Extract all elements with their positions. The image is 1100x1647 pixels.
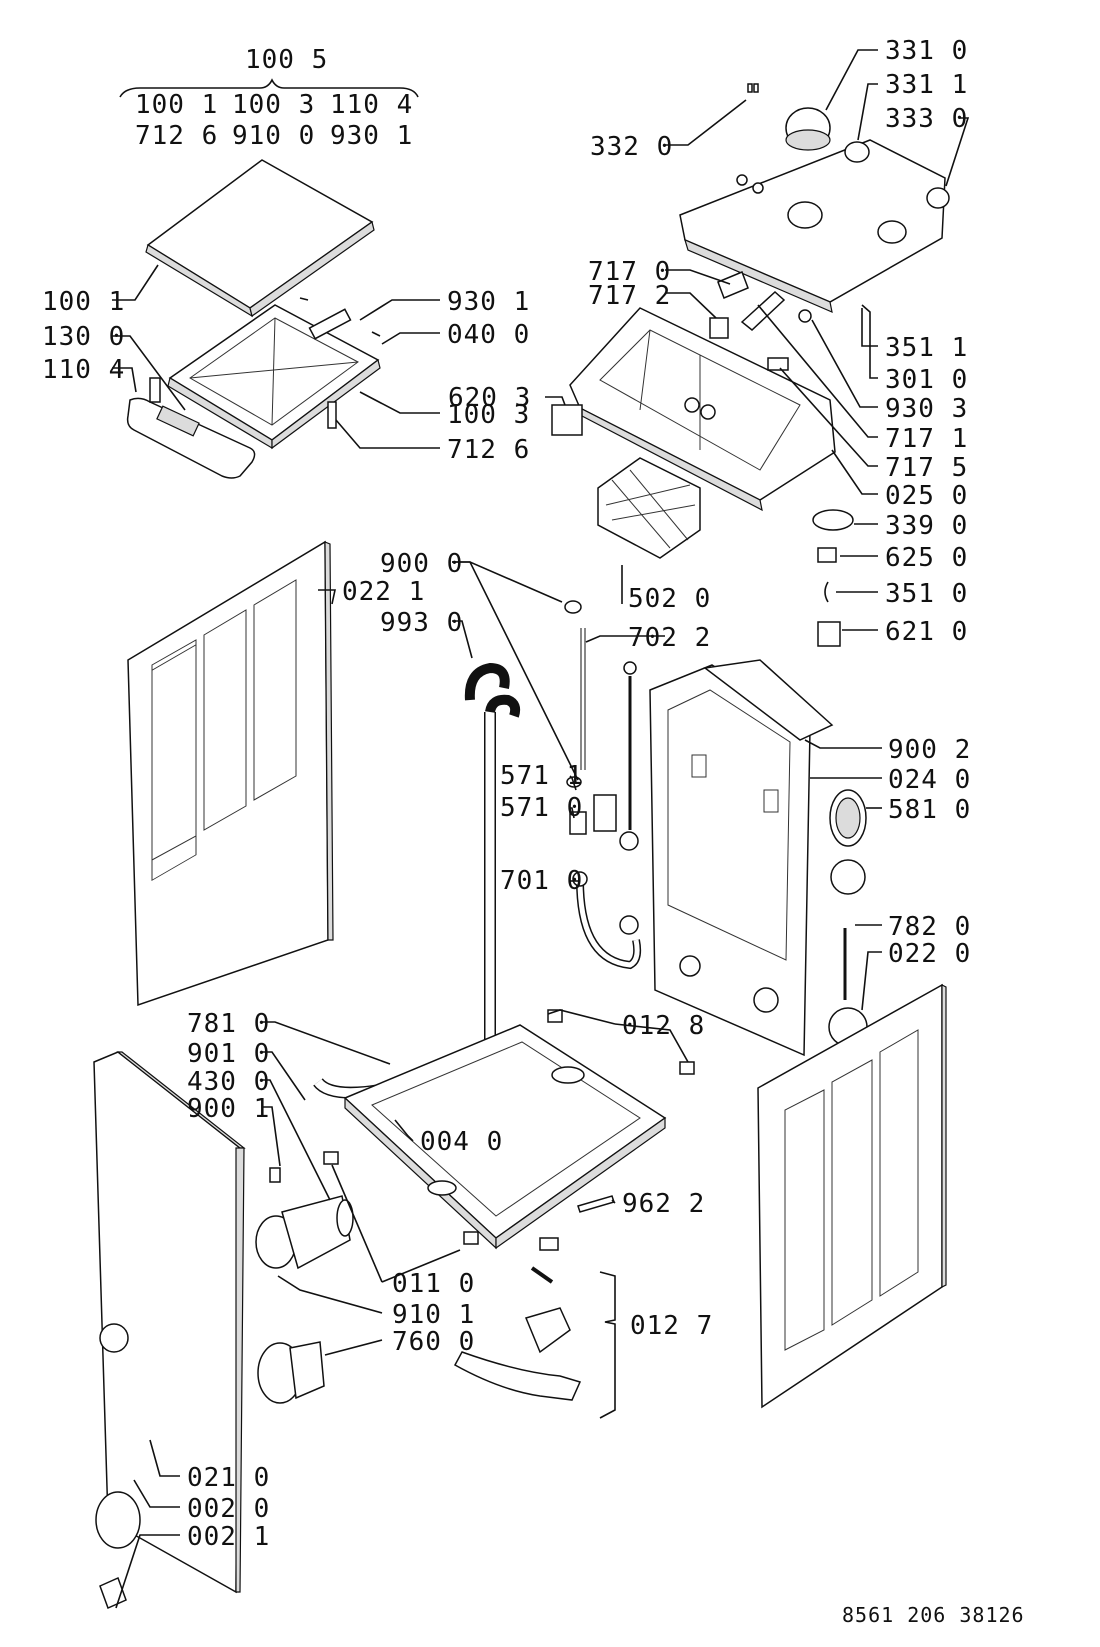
label-012-7: 012 7 — [630, 1311, 713, 1341]
label-717-1: 717 1 — [885, 424, 968, 454]
knobs-drawing — [747, 83, 950, 209]
label-625-0: 625 0 — [885, 543, 968, 573]
label-339-0: 339 0 — [885, 511, 968, 541]
label-130-0: 130 0 — [42, 322, 125, 352]
label-002-0: 002 0 — [187, 1494, 270, 1524]
control-panel-drawing — [679, 139, 946, 314]
group-item-2: 100 3 — [232, 90, 315, 120]
group-item-4: 712 6 — [135, 121, 218, 151]
label-900-0: 900 0 — [380, 549, 463, 579]
label-702-2: 702 2 — [628, 623, 711, 653]
label-100-1: 100 1 — [42, 287, 125, 317]
label-021-0: 021 0 — [187, 1463, 270, 1493]
pcb-module-drawing — [597, 457, 701, 559]
label-620-3: 620 3 — [448, 383, 531, 413]
label-782-0: 782 0 — [888, 912, 971, 942]
label-004-0: 004 0 — [420, 1127, 503, 1157]
label-993-0: 993 0 — [380, 608, 463, 638]
front-panel-drawing — [93, 1051, 246, 1610]
label-333-0: 333 0 — [885, 104, 968, 134]
leveling-kit-drawing — [453, 1195, 615, 1401]
label-100-3: 100 3 — [447, 400, 530, 430]
label-717-5: 717 5 — [885, 453, 968, 483]
hoses-drawing — [313, 600, 642, 1099]
label-930-3: 930 3 — [885, 394, 968, 424]
label-351-0: 351 0 — [885, 579, 968, 609]
label-502-0: 502 0 — [628, 584, 711, 614]
back-panel-drawing — [649, 659, 847, 1057]
group-item-3: 110 4 — [330, 90, 413, 120]
label-301-0: 301 0 — [885, 365, 968, 395]
label-331-1: 331 1 — [885, 70, 968, 100]
label-901-0: 901 0 — [187, 1039, 270, 1069]
label-760-0: 760 0 — [392, 1327, 475, 1357]
group-label: 100 5 — [245, 45, 328, 75]
label-011-0: 011 0 — [392, 1269, 475, 1299]
front-bezel-drawing — [126, 377, 256, 479]
label-012-8: 012 8 — [622, 1011, 705, 1041]
pulley-drawing — [829, 789, 867, 847]
label-781-0: 781 0 — [187, 1009, 270, 1039]
leaders-top-right — [545, 49, 970, 631]
label-022-1: 022 1 — [342, 577, 425, 607]
group-item-6: 930 1 — [330, 121, 413, 151]
pressure-switch-drawing — [566, 776, 617, 887]
label-040-0: 040 0 — [447, 320, 530, 350]
group-item-1: 100 1 — [135, 90, 218, 120]
label-571-1: 571 1 — [500, 761, 583, 791]
group-brace — [119, 78, 419, 98]
label-002-1: 002 1 — [187, 1522, 270, 1552]
label-430-0: 430 0 — [187, 1067, 270, 1097]
label-110-4: 110 4 — [42, 355, 125, 385]
label-571-0: 571 0 — [500, 793, 583, 823]
label-962-2: 962 2 — [622, 1189, 705, 1219]
label-621-0: 621 0 — [885, 617, 968, 647]
label-717-2: 717 2 — [588, 281, 671, 311]
label-022-0: 022 0 — [888, 939, 971, 969]
label-331-0: 331 0 — [885, 36, 968, 66]
document-code: 8561 206 38126 — [842, 1603, 1025, 1627]
leaders-bottom — [115, 1009, 689, 1609]
label-024-0: 024 0 — [888, 765, 971, 795]
top-lid-drawing — [145, 159, 375, 318]
right-side-panel-drawing — [757, 983, 947, 1409]
pump-drawing — [255, 1167, 354, 1404]
label-910-1: 910 1 — [392, 1300, 475, 1330]
label-930-1: 930 1 — [447, 287, 530, 317]
label-900-1: 900 1 — [187, 1094, 270, 1124]
label-351-1: 351 1 — [885, 333, 968, 363]
dispenser-drawing — [569, 307, 836, 512]
label-712-6: 712 6 — [447, 435, 530, 465]
label-332-0: 332 0 — [590, 132, 673, 162]
label-025-0: 025 0 — [885, 481, 968, 511]
left-side-panel-drawing — [127, 540, 334, 1007]
label-701-0: 701 0 — [500, 866, 583, 896]
label-717-0: 717 0 — [588, 257, 671, 287]
label-900-2: 900 2 — [888, 735, 971, 765]
small-parts-right-drawing — [551, 271, 854, 647]
leaders-middle — [318, 561, 882, 1011]
leaders-top-left — [112, 264, 440, 449]
top-frame-drawing — [167, 304, 381, 450]
group-item-5: 910 0 — [232, 121, 315, 151]
base-frame-drawing — [323, 1009, 695, 1250]
label-581-0: 581 0 — [888, 795, 971, 825]
lid-group-header: 100 5 100 1 100 3 110 4 712 6 910 0 930 … — [119, 45, 419, 151]
